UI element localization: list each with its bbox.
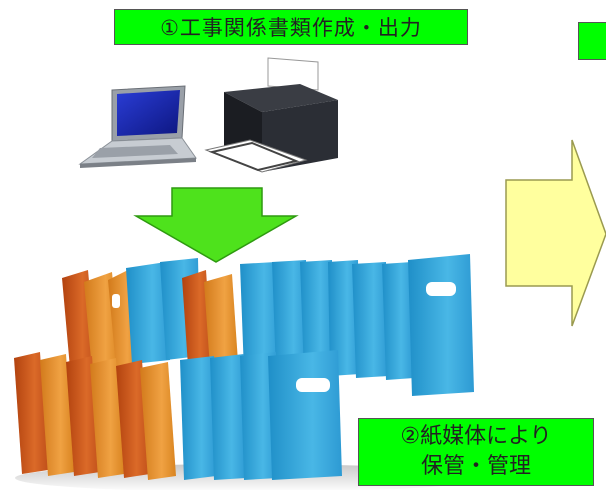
step1-label: ①工事関係書類作成・出力 [114, 9, 468, 45]
printer-icon [204, 57, 338, 173]
laptop-icon [78, 85, 197, 168]
down-arrow-icon [133, 187, 299, 263]
step2-line1: ②紙媒体により [400, 424, 552, 449]
next-step-label-partial [578, 22, 606, 60]
step2-label: ②紙媒体により 保管・管理 [358, 418, 594, 486]
binder-row-front [14, 350, 342, 480]
binder-row-back [62, 254, 474, 396]
right-arrow-icon [505, 139, 606, 327]
step2-line2: 保管・管理 [420, 454, 531, 479]
step1-text: ①工事関係書類作成・出力 [160, 16, 422, 40]
